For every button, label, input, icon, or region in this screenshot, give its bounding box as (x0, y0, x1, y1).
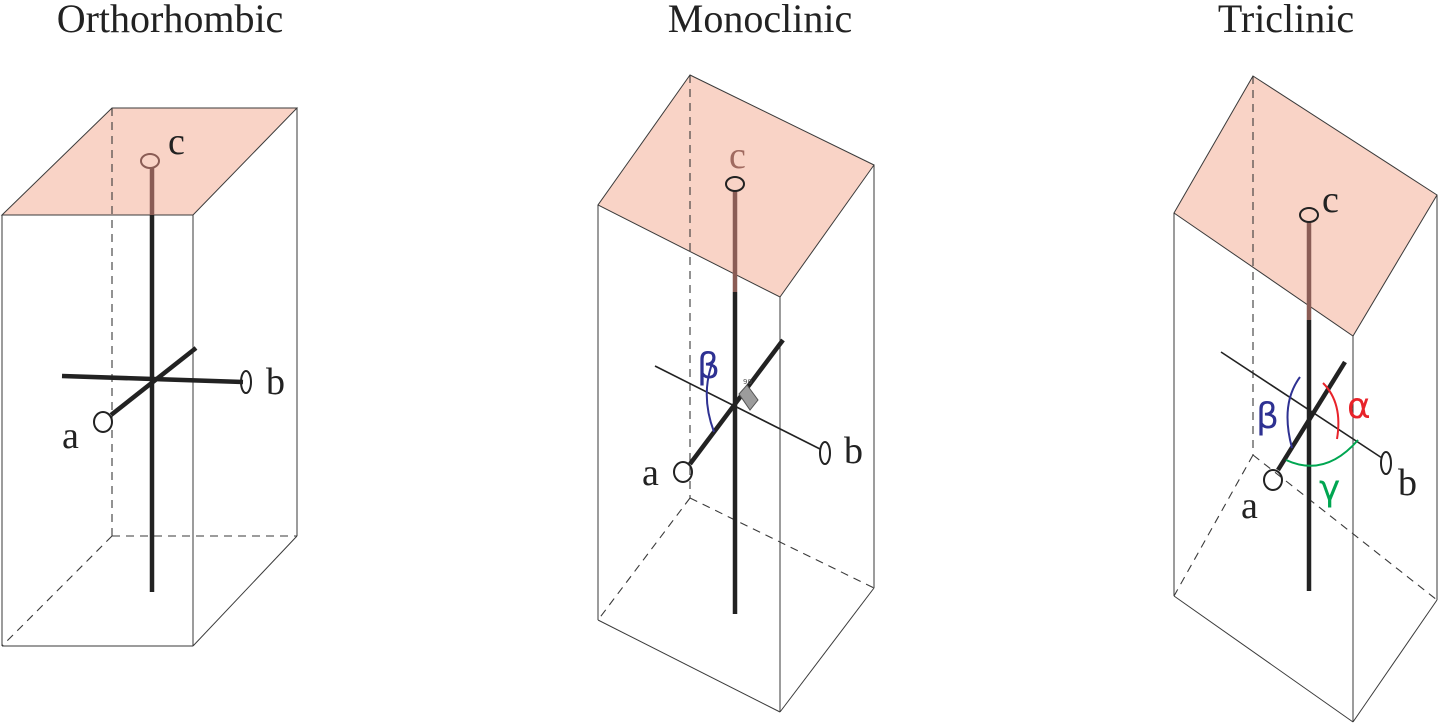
b-axis (654, 365, 821, 450)
a-axis (1276, 360, 1347, 472)
box-edges (597, 74, 875, 713)
c-axis-end-ring (1299, 207, 1319, 223)
top-face (2, 108, 297, 215)
hidden-edges (597, 75, 875, 621)
right-angle-marker (738, 384, 759, 411)
axis-label-b: b (266, 361, 285, 403)
right-angle-label: 90 (743, 378, 752, 386)
top-face (1174, 76, 1437, 336)
axis-label-a: a (1241, 485, 1258, 527)
hidden-edges (1173, 76, 1438, 601)
gamma-arc (1285, 439, 1359, 467)
box-edges (1173, 75, 1438, 723)
axis-label-c: c (168, 121, 185, 163)
b-axis (1220, 351, 1383, 459)
angle-label-alpha: α (1347, 386, 1371, 427)
b-axis-end-ring (240, 370, 252, 394)
panel-title-triclinic: Triclinic (1218, 0, 1354, 41)
hidden-edges (1, 108, 297, 647)
panel-title-monoclinic: Monoclinic (668, 0, 852, 41)
panel-monoclinic: Monoclinic 90 β (597, 0, 875, 713)
b-axis-end-ring (819, 441, 831, 465)
panel-orthorhombic: Orthorhombic c b a (0, 0, 299, 647)
crystal-axes (61, 153, 252, 592)
box-edges (0, 107, 299, 647)
a-axis-end-ring (673, 461, 693, 483)
b-axis (61, 373, 244, 385)
beta-arc (1286, 376, 1301, 449)
panel-triclinic: Triclinic β α γ (1173, 0, 1438, 723)
crystal-axes (654, 176, 831, 614)
axis-label-b: b (844, 430, 863, 472)
angle-label-beta: β (697, 346, 720, 387)
axis-label-c: c (729, 135, 746, 177)
crystal-axes (1220, 207, 1392, 591)
c-axis-end-ring (725, 176, 745, 192)
panel-title-orthorhombic: Orthorhombic (57, 0, 284, 41)
axis-label-c: c (1322, 179, 1339, 221)
a-axis-end-ring (1263, 469, 1283, 491)
axis-label-a: a (642, 452, 659, 494)
b-axis-end-ring (1380, 451, 1392, 475)
a-axis (109, 346, 198, 417)
c-axis-end-ring (140, 153, 160, 169)
axis-label-b: b (1398, 462, 1417, 504)
angle-label-beta: β (1256, 396, 1279, 437)
beta-arc (705, 360, 715, 433)
a-axis (688, 338, 785, 466)
axis-label-a: a (62, 415, 79, 457)
alpha-arc (1322, 382, 1340, 440)
angle-label-gamma: γ (1319, 468, 1340, 509)
top-face (598, 75, 874, 297)
a-axis-end-ring (93, 411, 113, 433)
